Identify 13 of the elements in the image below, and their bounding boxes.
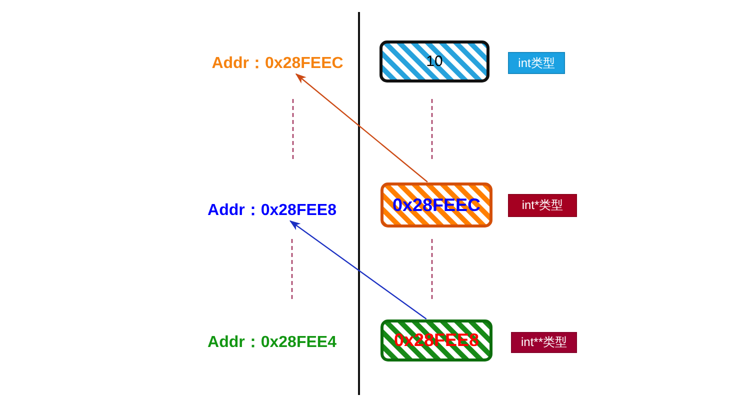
memory-cell bbox=[380, 319, 493, 362]
address-label: Addr：0x28FEEC bbox=[200, 52, 355, 74]
type-tag: int**类型 bbox=[511, 332, 577, 353]
arrow bbox=[289, 220, 427, 320]
cell-value: 0x28FEEC bbox=[392, 194, 481, 216]
address-label: Addr：0x28FEE8 bbox=[196, 199, 348, 221]
type-tag: int类型 bbox=[508, 52, 565, 74]
type-tag: int*类型 bbox=[508, 194, 577, 217]
address-label: Addr：0x28FEE4 bbox=[196, 331, 348, 353]
arrow bbox=[295, 73, 428, 182]
memory-cell bbox=[380, 182, 493, 228]
memory-cell bbox=[379, 40, 490, 83]
cell-value: 0x28FEE8 bbox=[394, 330, 480, 351]
